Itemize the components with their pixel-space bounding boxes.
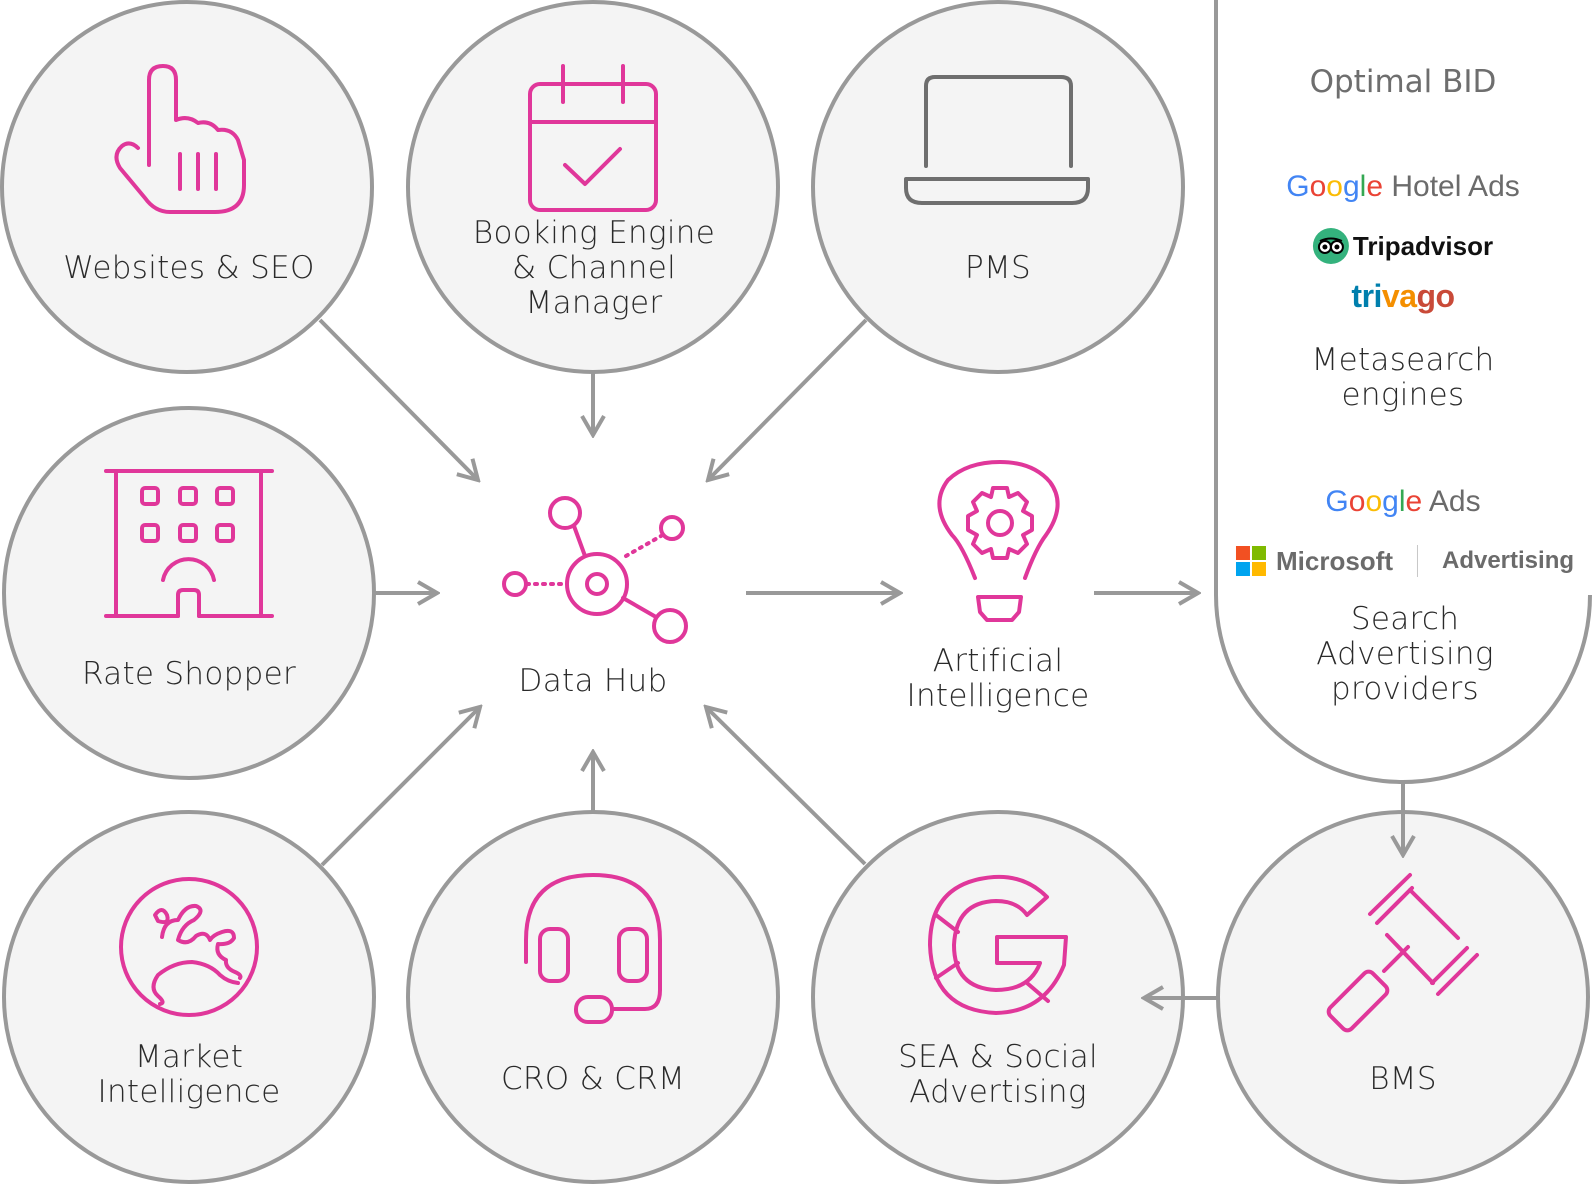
circle-websites-seo[interactable]: [0, 0, 374, 374]
label-search-advertising-providers: Search Advertising providers: [1316, 601, 1494, 707]
logo-letter: o: [1348, 485, 1366, 518]
logo-letter: o: [1326, 170, 1343, 203]
arrow-pms-to-hub: [708, 318, 868, 480]
logo-letter: G: [1286, 170, 1310, 203]
arrow-market-to-hub: [320, 707, 480, 867]
label-data-hub: Data Hub: [518, 663, 668, 699]
label-rate-shopper: Rate Shopper: [81, 656, 297, 692]
logo-letter: G: [1325, 485, 1349, 518]
logo-divider: [1416, 545, 1418, 577]
google-hotel-ads-logo: Google Hotel Ads: [1286, 170, 1520, 204]
arrow-sea-to-hub: [706, 707, 867, 866]
microsoft-squares-icon: [1235, 546, 1266, 576]
calendar-check-icon: [528, 64, 658, 212]
hotel-building-icon: [104, 469, 274, 618]
google-ads-logo: Google Ads: [1325, 485, 1480, 519]
trivago-part: go: [1416, 278, 1456, 314]
tripadvisor-owl-icon: [1312, 228, 1349, 264]
label-cro-crm: CRO & CRM: [500, 1061, 686, 1097]
label-websites-seo: Websites & SEO: [63, 250, 315, 286]
google-g-icon: [928, 874, 1068, 1015]
label-artificial-intelligence: Artificial Intelligence: [906, 643, 1090, 714]
logo-letter: e: [1405, 485, 1423, 518]
label-market-intelligence: Market Intelligence: [97, 1039, 281, 1110]
google-ads-suffix: Ads: [1428, 485, 1481, 518]
logo-letter: g: [1382, 485, 1399, 518]
logo-letter: l: [1359, 170, 1367, 203]
circle-bms[interactable]: [1216, 810, 1590, 1184]
tripadvisor-logo: Tripadvisor: [1312, 228, 1494, 264]
microsoft-advertising-logo: Microsoft Advertising: [1235, 545, 1575, 577]
network-hub-icon: [502, 496, 688, 644]
label-booking-engine: Booking Engine & Channel Manager: [472, 215, 716, 321]
circle-sea-social[interactable]: [811, 810, 1185, 1184]
logo-letter: g: [1342, 170, 1360, 203]
label-pms: PMS: [964, 250, 1032, 286]
headset-icon: [524, 873, 662, 1024]
optimal-bid-title: Optimal BID: [1309, 64, 1497, 100]
circle-market-intelligence[interactable]: [2, 810, 376, 1184]
pointing-hand-icon: [114, 64, 246, 214]
circle-rate-shopper[interactable]: [2, 406, 376, 780]
trivago-logo: trivago: [1351, 278, 1456, 315]
logo-letter: o: [1365, 485, 1383, 518]
lightbulb-gear-icon: [937, 460, 1060, 622]
optimal-bid-panel: [1214, 0, 1592, 784]
globe-icon: [119, 877, 259, 1017]
gavel-icon: [1326, 873, 1479, 1033]
advertising-wordmark: Advertising: [1441, 547, 1575, 574]
tripadvisor-wordmark: Tripadvisor: [1352, 230, 1494, 261]
circle-booking-engine[interactable]: [406, 0, 780, 374]
logo-letter: e: [1366, 170, 1383, 203]
label-bms: BMS: [1369, 1061, 1437, 1097]
google-hotel-ads-suffix: Hotel Ads: [1391, 170, 1520, 203]
logo-letter: l: [1398, 485, 1406, 518]
microsoft-wordmark: Microsoft: [1275, 545, 1393, 576]
logo-letter: o: [1309, 170, 1327, 203]
circle-pms[interactable]: [811, 0, 1185, 374]
trivago-part: va: [1381, 278, 1417, 314]
label-metasearch-engines: Metasearch engines: [1311, 342, 1495, 413]
arrow-websites-to-hub: [318, 318, 478, 480]
trivago-part: tri: [1351, 278, 1382, 314]
laptop-icon: [904, 75, 1090, 205]
label-sea-social: SEA & Social Advertising: [898, 1039, 1098, 1110]
